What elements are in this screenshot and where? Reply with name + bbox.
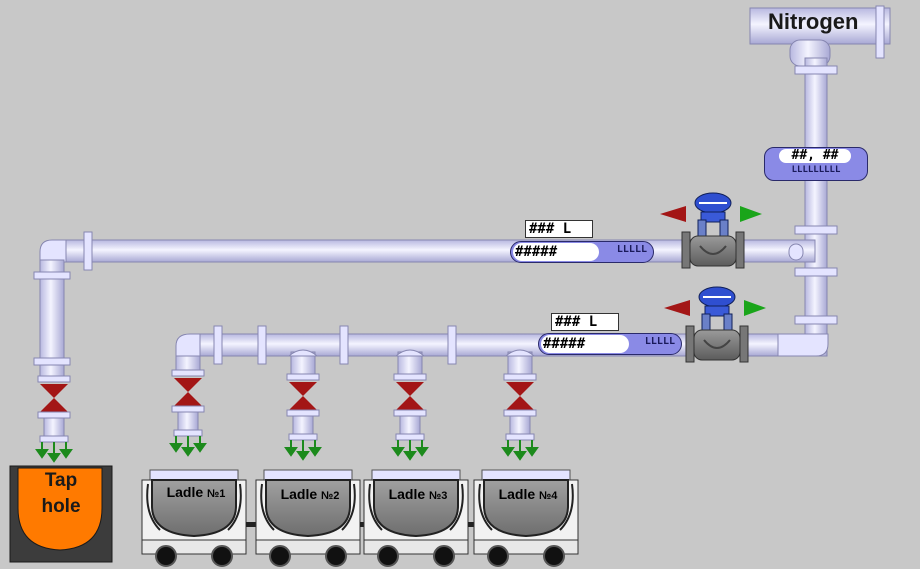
- open-arrow-icon: [744, 300, 766, 316]
- ladle-4-name: Ladle: [498, 486, 536, 502]
- gate-valve-icon[interactable]: [171, 369, 205, 437]
- wheel-icon: [377, 545, 399, 567]
- ladle-2-label: Ladle №2: [262, 486, 358, 502]
- ladle-1[interactable]: [141, 469, 256, 567]
- ladle-2-name: Ladle: [280, 486, 318, 502]
- wheel-icon: [211, 545, 233, 567]
- lower-flow-value: #####: [541, 335, 629, 353]
- flow-down-arrows-icon: [501, 440, 539, 461]
- upper-flow-meter[interactable]: ##### LLLLL: [510, 241, 654, 263]
- upper-flow-value: #####: [513, 243, 599, 261]
- control-valve-lower[interactable]: [664, 286, 766, 363]
- close-arrow-icon: [664, 300, 690, 316]
- wheel-icon: [543, 545, 565, 567]
- flow-down-arrows-icon: [169, 436, 207, 457]
- open-arrow-icon: [740, 206, 762, 222]
- flow-down-arrows-icon: [391, 440, 429, 461]
- ladle-2-number: №2: [321, 490, 340, 502]
- flow-down-arrows-icon: [35, 442, 73, 463]
- tap-hole-label-line1: Tap: [44, 470, 78, 491]
- upper-volume-readout: ### L: [525, 220, 593, 238]
- upper-flow-unit: LLLLL: [616, 244, 647, 255]
- nitrogen-label: Nitrogen: [768, 9, 859, 34]
- vertical-flow-value: ##, ##: [779, 149, 851, 163]
- gate-valve-icon[interactable]: [286, 373, 320, 441]
- gate-valve-icon[interactable]: [503, 373, 537, 441]
- wheel-icon: [269, 545, 291, 567]
- nitrogen-header-pipe: [749, 5, 891, 67]
- ladle-1-name: Ladle: [166, 484, 204, 500]
- lower-flow-meter[interactable]: ##### LLLLL: [538, 333, 682, 355]
- gate-valve-icon[interactable]: [37, 375, 71, 443]
- vertical-flow-meter[interactable]: ##, ## LLLLLLLLL: [764, 147, 868, 181]
- vertical-main-pipe: [794, 57, 838, 357]
- vertical-flow-unit: LLLLLLLLL: [791, 165, 841, 175]
- flow-down-arrows-icon: [284, 440, 322, 461]
- ladle-3-label: Ladle №3: [370, 486, 466, 502]
- wheel-icon: [487, 545, 509, 567]
- ladle-4-number: №4: [539, 490, 558, 502]
- ladle-1-number: №1: [207, 488, 226, 500]
- lower-flow-unit: LLLLL: [644, 336, 675, 347]
- ladle-4[interactable]: [473, 469, 579, 567]
- ladle-3[interactable]: [363, 469, 476, 567]
- close-arrow-icon: [660, 206, 686, 222]
- wheel-icon: [325, 545, 347, 567]
- ladle-3-name: Ladle: [388, 486, 426, 502]
- lower-volume-readout: ### L: [551, 313, 619, 331]
- ladle-4-label: Ladle №4: [480, 486, 576, 502]
- ladle-3-number: №3: [429, 490, 448, 502]
- ladle-2[interactable]: [255, 469, 368, 567]
- gate-valve-icon[interactable]: [393, 373, 427, 441]
- tap-hole-label-line2: hole: [41, 496, 81, 517]
- ladle-1-label: Ladle №1: [148, 484, 244, 500]
- tap-hole[interactable]: [9, 465, 113, 563]
- wheel-icon: [155, 545, 177, 567]
- control-valve-upper[interactable]: [660, 192, 762, 269]
- wheel-icon: [433, 545, 455, 567]
